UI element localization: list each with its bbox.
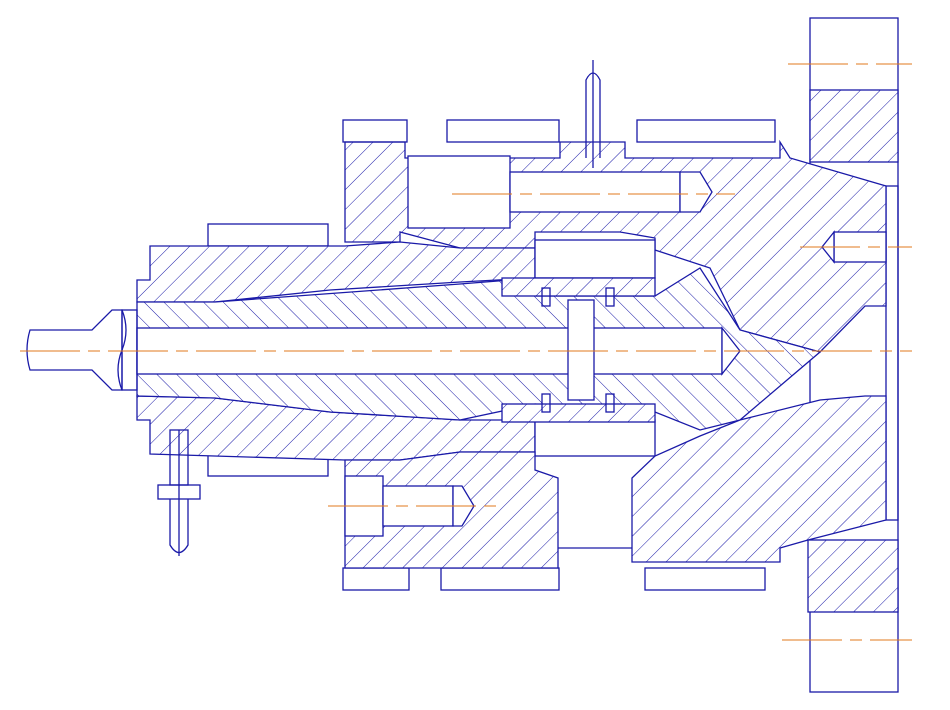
flange-plate: [807, 17, 899, 693]
nozzle-upper: [136, 241, 536, 303]
sleeve-inserts: [501, 239, 656, 457]
top-stud: [585, 60, 601, 168]
lower-fitting: [157, 429, 201, 556]
left-shaft: [26, 309, 138, 391]
centerlines: [20, 63, 912, 641]
inner-mandrel: [136, 267, 822, 431]
main-body-lower: [344, 395, 887, 569]
